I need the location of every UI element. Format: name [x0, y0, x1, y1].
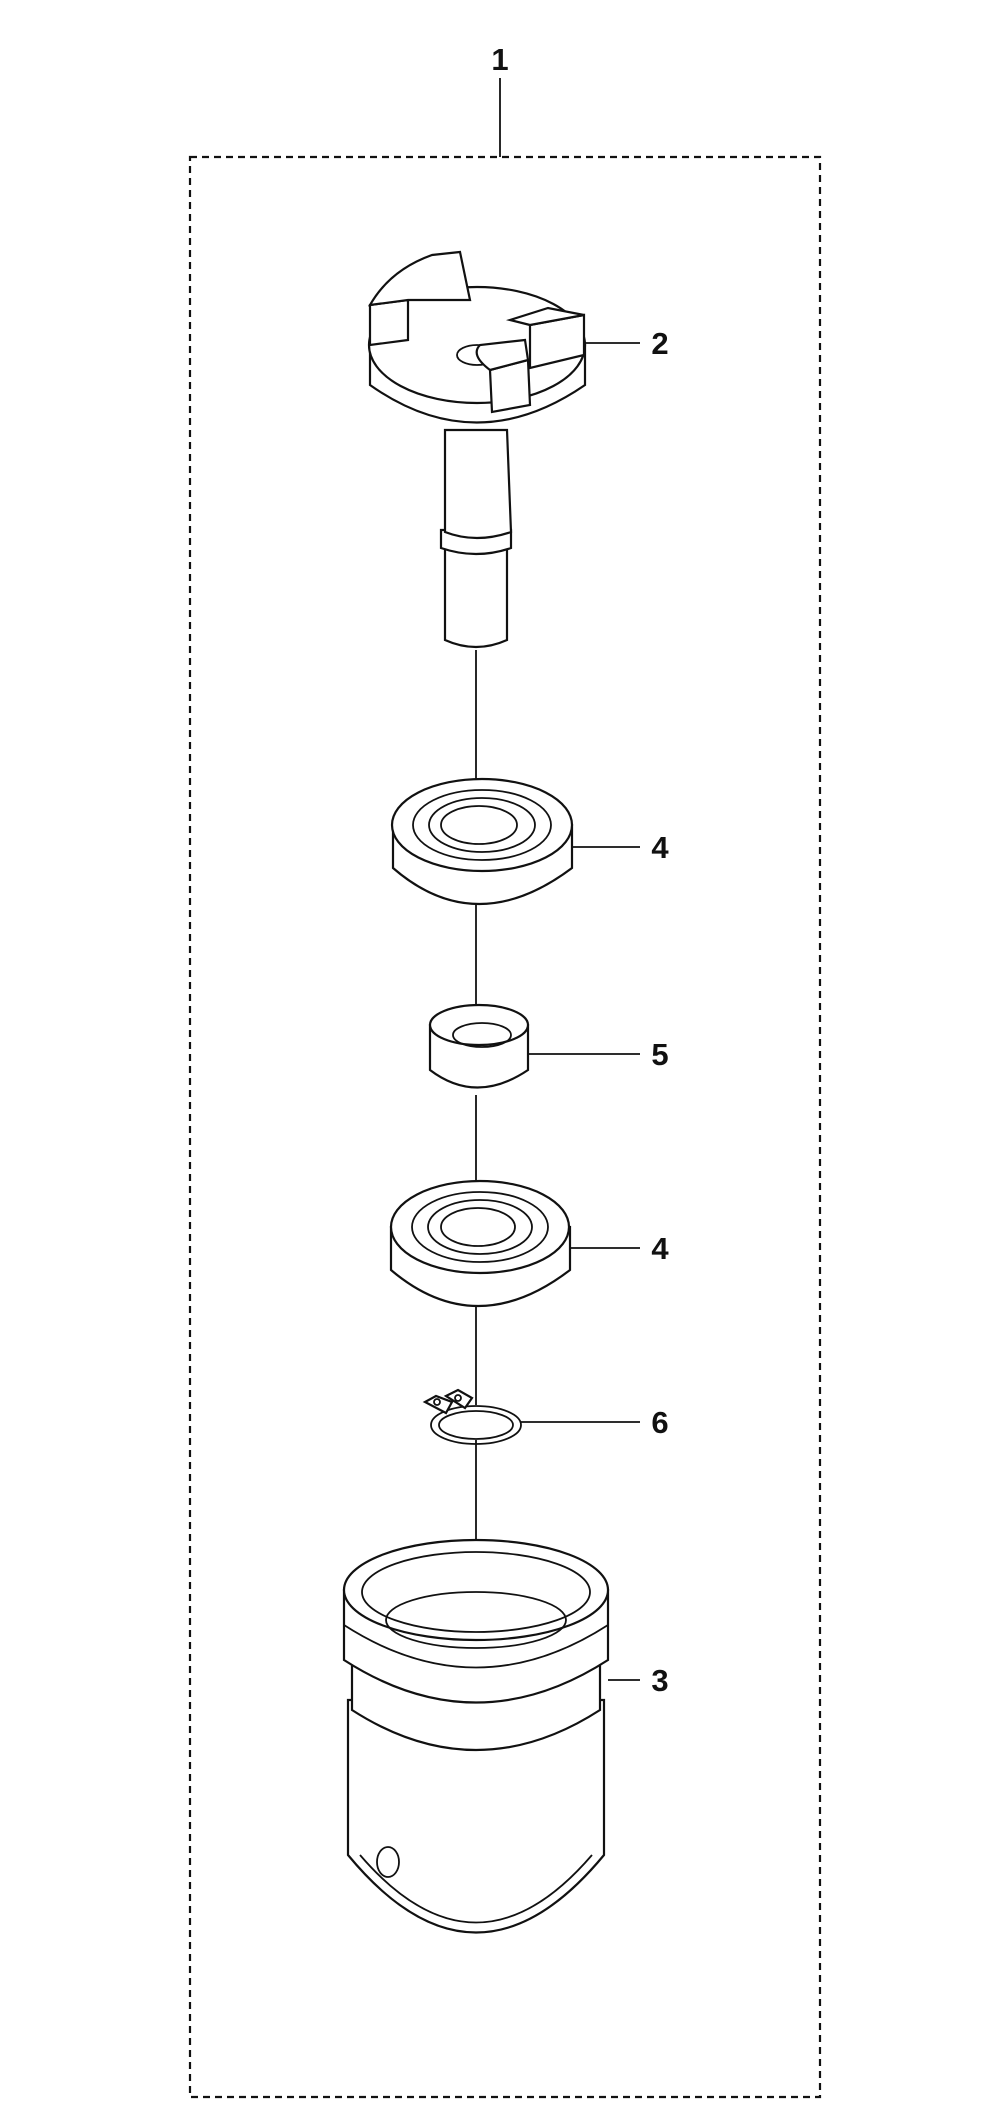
drive-shaft-part [367, 250, 587, 649]
spacer-sleeve-part [428, 1003, 530, 1089]
callout-1-label: 1 [491, 42, 508, 77]
callout-4-lower-label: 4 [651, 1231, 669, 1266]
kit-boundary-box [188, 155, 822, 2099]
callout-2-label: 2 [651, 326, 668, 361]
callout-4-upper-label: 4 [651, 830, 669, 865]
ball-bearing-upper-part [390, 777, 574, 905]
bearing-housing-part [342, 1538, 610, 1934]
ball-bearing-lower-part [389, 1179, 572, 1307]
callout-5-label: 5 [651, 1037, 668, 1072]
callout-6-label: 6 [651, 1405, 668, 1440]
callout-3-label: 3 [651, 1663, 668, 1698]
circlip-part [422, 1388, 522, 1445]
